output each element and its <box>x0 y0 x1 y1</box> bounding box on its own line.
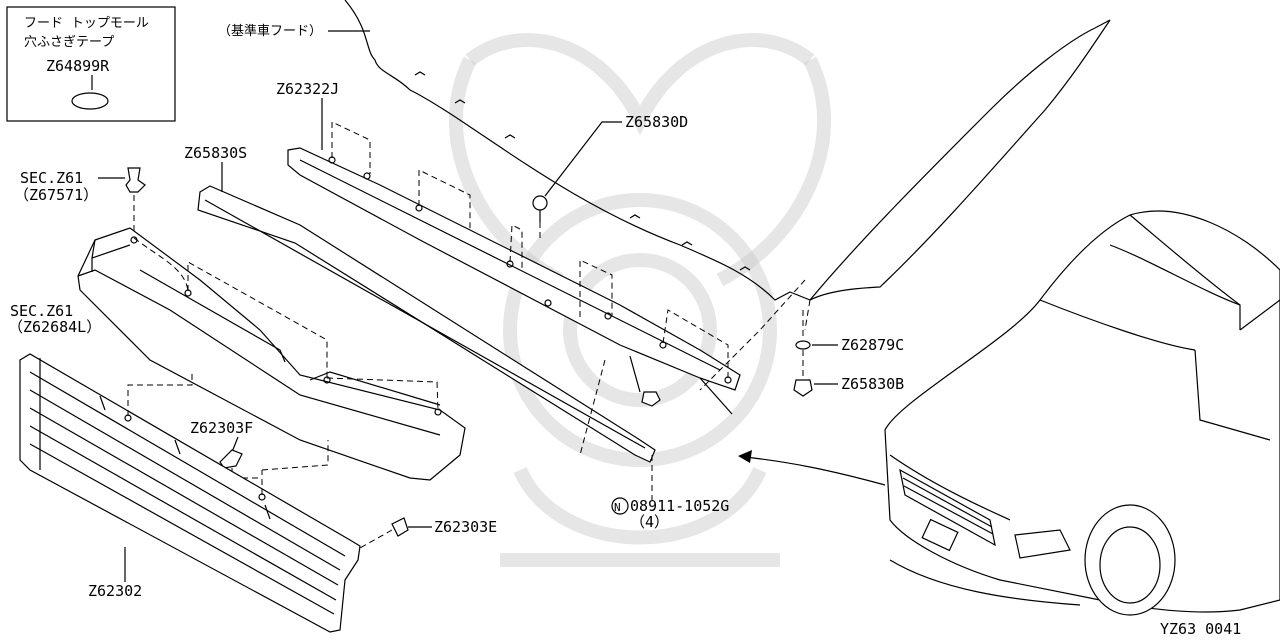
bolt-symbol: N <box>614 501 621 514</box>
watermark-emblem <box>449 33 831 567</box>
washer-icon <box>795 340 811 350</box>
inset-line-2: 穴ふさぎテープ <box>24 35 114 50</box>
inset-box: フード トップモール 穴ふさぎテープ Z64899R <box>6 6 176 122</box>
hood-outline: （基準車フード） <box>218 0 1111 301</box>
clip-z65830d: Z65830D <box>532 113 688 240</box>
clip-z62303f: Z62303F <box>190 419 329 479</box>
label-sec-z61-a: SEC.Z61 <box>20 169 83 187</box>
clip-z62303e: Z62303E <box>359 517 497 549</box>
pointer-arrow <box>738 450 886 486</box>
clip-z62303e-icon <box>391 517 409 537</box>
label-z62879c: Z62879C <box>841 336 904 354</box>
label-z62303f: Z62303F <box>190 419 253 437</box>
label-z62302: Z62302 <box>88 582 142 600</box>
bolt-icon <box>641 391 661 407</box>
inset-part-no: Z64899R <box>46 57 110 75</box>
label-z65830s: Z65830S <box>184 144 247 162</box>
fastener-icon <box>125 167 146 193</box>
hood-label: （基準車フード） <box>218 23 322 39</box>
label-bolt-qty: （4） <box>630 513 669 531</box>
bracket-z62322j: Z62322J <box>276 80 741 415</box>
clip-z62303f-icon <box>219 449 243 469</box>
label-z65830b: Z65830B <box>841 375 904 393</box>
label-z65830d: Z65830D <box>625 113 688 131</box>
label-sec-z61-b: SEC.Z61 <box>10 302 73 320</box>
mounting-lines-upper <box>331 121 811 391</box>
clip-z65830b-icon <box>793 379 813 397</box>
grille-cover: SEC.Z61 （Z62684L） <box>8 227 466 481</box>
label-sec-z61-b-ref: （Z62684L） <box>8 318 101 336</box>
car-illustration <box>884 210 1280 616</box>
label-bolt-no: 08911-1052G <box>630 497 729 515</box>
tape-icon <box>71 92 109 110</box>
label-sec-z61-a-ref: （Z67571） <box>14 186 98 204</box>
reference-code: YZ63 0041 <box>1160 620 1241 638</box>
fasteners-right: Z62879C Z65830B <box>793 310 904 397</box>
inset-line-1: フード トップモール <box>24 16 149 31</box>
clip-z65830d-icon <box>532 195 548 211</box>
grille-z62302: Z62302 <box>19 353 361 633</box>
bolt-08911: N 08911-1052G （4） <box>579 355 729 531</box>
label-z62322j: Z62322J <box>276 80 339 98</box>
fastener-sec-z61-a: SEC.Z61 （Z67571） <box>14 167 146 232</box>
label-z62303e: Z62303E <box>434 518 497 536</box>
